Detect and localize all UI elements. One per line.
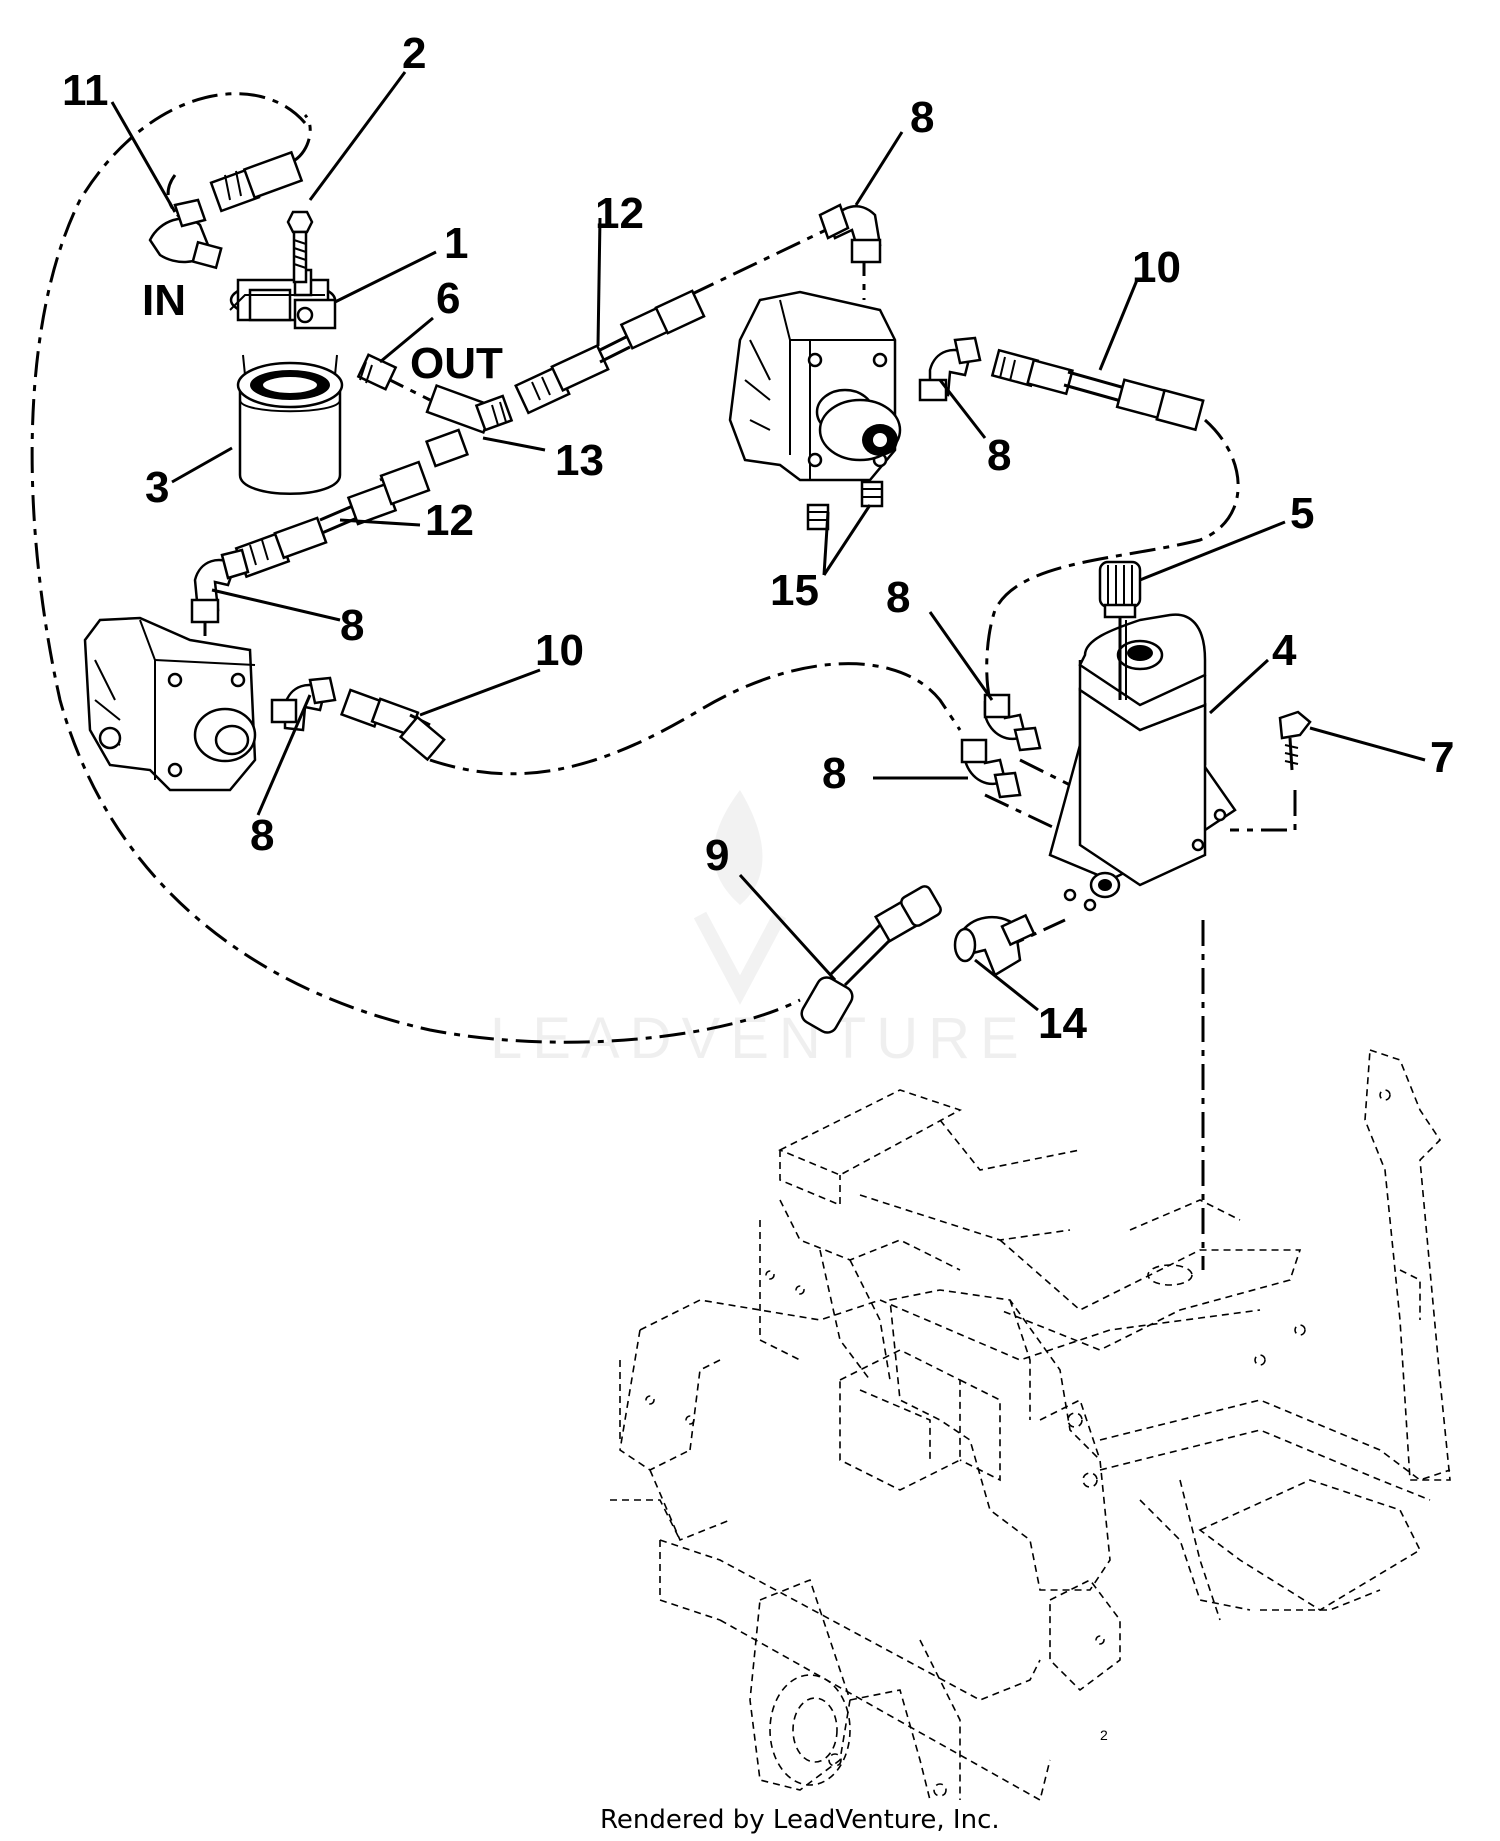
leadventure-watermark: LEADVENTURE (490, 790, 1019, 1071)
callout-4: 4 (1272, 626, 1297, 675)
callout-1: 1 (444, 219, 468, 268)
elbow-fitting-8-pump-right (918, 336, 982, 402)
hose-10-upper (990, 348, 1205, 432)
callout-14: 14 (1038, 999, 1087, 1048)
hose-end-fitting (209, 150, 304, 213)
mounting-screw (1278, 710, 1312, 771)
callout-5: 5 (1290, 489, 1314, 538)
filter-canister (236, 354, 344, 495)
callout-12-upper: 12 (595, 189, 644, 238)
elbow-fitting-8-top (818, 203, 882, 264)
port-label-out: OUT (410, 339, 503, 388)
elbow-fitting-8-bottom-left (270, 676, 337, 732)
callout-12-lower: 12 (425, 496, 474, 545)
callout-8-reservoir-side: 8 (822, 749, 846, 798)
elbow-fitting-14 (953, 913, 1036, 977)
mower-frame: 2 (610, 1048, 1451, 1802)
port-label-in: IN (142, 276, 186, 325)
hose-12-upper (514, 289, 706, 415)
tee-fitting-13 (424, 383, 514, 468)
dipstick-cap (1098, 560, 1142, 700)
elbow-fitting-8-reservoir-top (983, 693, 1042, 752)
callout-8-bottom-left: 8 (250, 811, 274, 860)
callout-6: 6 (436, 274, 460, 323)
callout-8-top: 8 (910, 93, 934, 142)
callout-3: 3 (145, 463, 169, 512)
hydraulic-reservoir (1048, 613, 1237, 912)
oil-filter-assembly (148, 150, 514, 495)
elbow-fitting-8-left (190, 548, 250, 624)
callout-9: 9 (705, 831, 729, 880)
hose-10-lower (339, 688, 446, 762)
svg-text:2: 2 (1100, 1727, 1108, 1743)
hydraulic-pump-right (728, 290, 902, 531)
rendered-by-footer: Rendered by LeadVenture, Inc. (600, 1805, 1000, 1835)
hose-12-lower (234, 460, 431, 579)
callout-8-reservoir-top: 8 (886, 573, 910, 622)
filter-bolt (286, 210, 314, 284)
callout-15: 15 (770, 566, 819, 615)
callout-2: 2 (402, 29, 426, 78)
filter-head (229, 268, 337, 330)
leader-lines (110, 71, 1426, 1012)
elbow-fitting-8-reservoir-side (960, 738, 1022, 799)
hydraulic-pump-left (83, 616, 257, 792)
callout-8-left: 8 (340, 601, 364, 650)
hose-9 (800, 885, 942, 1034)
callout-11: 11 (62, 66, 109, 115)
fitting-6 (356, 353, 398, 391)
callout-7: 7 (1430, 733, 1454, 782)
plug-fittings-15 (806, 480, 884, 531)
callout-13: 13 (555, 436, 604, 485)
callout-labels: 11 2 1 3 6 12 13 12 8 8 8 8 8 8 10 10 15… (62, 29, 1454, 1048)
callout-10-lower: 10 (535, 626, 584, 675)
elbow-fitting-11 (148, 198, 223, 270)
callout-8-pump-right: 8 (987, 431, 1011, 480)
callout-10-upper: 10 (1132, 243, 1181, 292)
